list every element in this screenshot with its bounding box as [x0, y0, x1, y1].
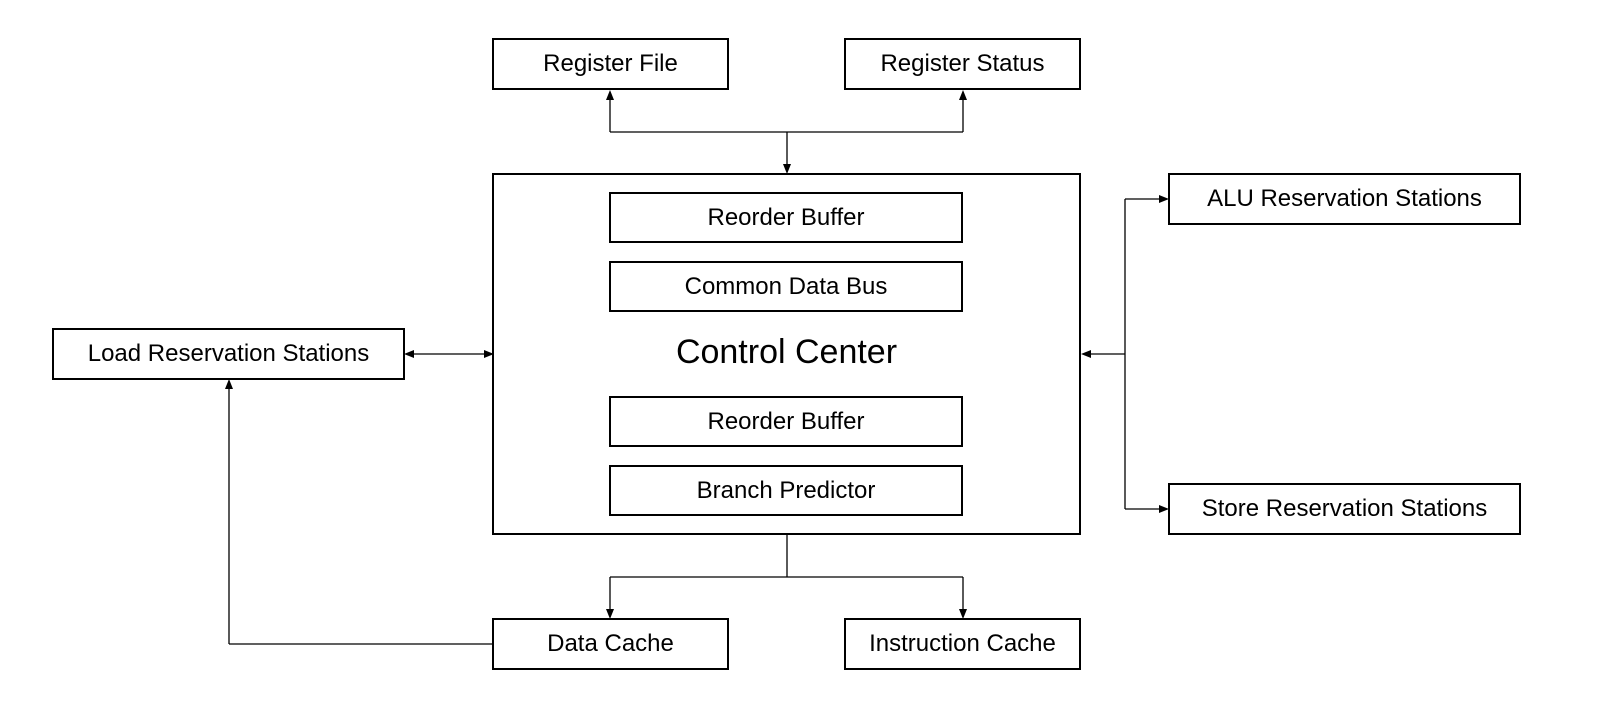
register-file-node: Register File	[492, 38, 729, 90]
edge-control-to-data-cache	[606, 577, 614, 619]
edge-control-to-instruction-cache	[959, 577, 967, 619]
edge-register-bus-to-control	[783, 132, 791, 174]
arrowhead	[1159, 505, 1169, 513]
reorder-buffer-top-label: Reorder Buffer	[707, 203, 865, 231]
reorder-buffer-top-node: Reorder Buffer	[609, 192, 963, 243]
edge-control-to-register-file	[606, 90, 787, 133]
load-rs-label: Load Reservation Stations	[87, 340, 370, 367]
arrowhead	[225, 379, 233, 389]
load-rs-node: Load Reservation Stations	[52, 328, 405, 380]
branch-predictor-label: Branch Predictor	[696, 476, 876, 504]
common-data-bus-label: Common Data Bus	[684, 272, 888, 300]
arrowhead	[484, 350, 494, 358]
branch-predictor-node: Branch Predictor	[609, 465, 963, 516]
edge-bus-to-store-rs	[1125, 505, 1169, 513]
instruction-cache-node: Instruction Cache	[844, 618, 1081, 670]
arrowhead	[959, 609, 967, 619]
edge-control-to-register-status	[787, 90, 967, 133]
control-center-title: Control Center	[675, 333, 898, 371]
arrowhead	[606, 609, 614, 619]
register-status-node: Register Status	[844, 38, 1081, 90]
alu-rs-node: ALU Reservation Stations	[1168, 173, 1521, 225]
arrowhead	[1159, 195, 1169, 203]
reorder-buffer-bottom-node: Reorder Buffer	[609, 396, 963, 447]
data-cache-label: Data Cache	[547, 630, 674, 657]
store-rs-label: Store Reservation Stations	[1201, 495, 1488, 522]
arrowhead	[606, 90, 614, 100]
register-file-label: Register File	[543, 50, 678, 77]
edge-bus-to-alu-rs	[1125, 195, 1169, 203]
data-cache-node: Data Cache	[492, 618, 729, 670]
alu-rs-label: ALU Reservation Stations	[1207, 185, 1482, 212]
instruction-cache-label: Instruction Cache	[869, 630, 1056, 657]
edge-right-bus	[1081, 199, 1126, 509]
edge-data-cache-to-load-rs	[225, 379, 493, 645]
arrowhead	[404, 350, 414, 358]
edge-control-to-cache-bus	[610, 534, 963, 578]
store-rs-node: Store Reservation Stations	[1168, 483, 1521, 535]
arrowhead	[1081, 350, 1091, 358]
register-status-label: Register Status	[880, 50, 1045, 77]
arrowhead	[959, 90, 967, 100]
edge-load-rs-control-center	[404, 350, 494, 358]
common-data-bus-node: Common Data Bus	[609, 261, 963, 312]
reorder-buffer-bottom-label: Reorder Buffer	[707, 407, 865, 435]
arrowhead	[783, 164, 791, 174]
